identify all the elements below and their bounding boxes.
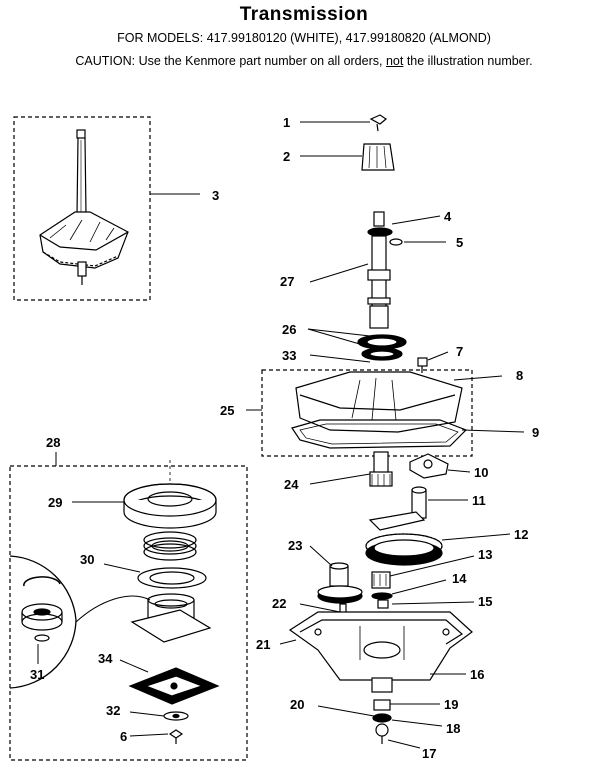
page-title: Transmission xyxy=(239,4,369,25)
callout-16: 16 xyxy=(470,667,484,682)
callout-2: 2 xyxy=(283,149,290,164)
caution-suffix: the illustration number. xyxy=(403,54,533,68)
part-5-clip xyxy=(389,238,403,246)
callout-8: 8 xyxy=(516,368,523,383)
part-34-bearing-plate xyxy=(128,667,220,705)
callout-26: 26 xyxy=(282,322,296,337)
part-15-bushing xyxy=(377,599,389,609)
seal-plate xyxy=(130,609,212,643)
callout-31: 31 xyxy=(30,667,44,682)
caution-emphasis: not xyxy=(385,54,404,68)
callout-28: 28 xyxy=(46,435,60,450)
callout-5: 5 xyxy=(456,235,463,250)
part-24-pinion xyxy=(369,451,393,487)
callout-12: 12 xyxy=(514,527,528,542)
models-line: FOR MODELS: 417.99180120 (WHITE), 417.99… xyxy=(117,31,491,45)
callout-23: 23 xyxy=(288,538,302,553)
callout-15: 15 xyxy=(478,594,492,609)
box-cover-25 xyxy=(261,369,473,457)
callout-22: 22 xyxy=(272,596,286,611)
part-6-screw xyxy=(168,729,184,744)
callout-27: 27 xyxy=(280,274,294,289)
part-8-cover xyxy=(295,371,463,433)
part-4-ring xyxy=(367,211,393,237)
callout-13: 13 xyxy=(478,547,492,562)
part-7-screw xyxy=(417,357,428,373)
spring-seal xyxy=(143,531,197,561)
part-29-ring xyxy=(123,483,217,529)
callout-18: 18 xyxy=(446,721,460,736)
callout-11: 11 xyxy=(472,493,486,508)
callout-14: 14 xyxy=(452,571,467,586)
callout-labels: 1 2 3 4 5 6 7 8 9 10 11 12 13 14 15 16 1… xyxy=(30,115,539,761)
callout-4: 4 xyxy=(444,209,452,224)
box-assembly-3 xyxy=(13,116,151,301)
callout-6: 6 xyxy=(120,729,127,744)
part-2-cap xyxy=(361,143,395,171)
caution-line: CAUTION: Use the Kenmore part number on … xyxy=(0,54,608,68)
callout-29: 29 xyxy=(48,495,62,510)
callout-33: 33 xyxy=(282,348,296,363)
part-26-seals xyxy=(357,334,407,361)
part-11-pin xyxy=(411,486,427,519)
callout-9: 9 xyxy=(532,425,539,440)
callout-17: 17 xyxy=(422,746,436,761)
callout-34: 34 xyxy=(98,651,113,666)
assembled-transmission-drawing xyxy=(39,129,129,285)
part-30-washer xyxy=(137,567,207,589)
callout-25: 25 xyxy=(220,403,234,418)
detail-magnifier xyxy=(9,555,151,689)
callout-30: 30 xyxy=(80,552,94,567)
callout-7: 7 xyxy=(456,344,463,359)
part-19-nut xyxy=(373,699,391,711)
callout-19: 19 xyxy=(444,697,458,712)
callout-20: 20 xyxy=(290,697,304,712)
part-18-washer xyxy=(372,713,392,723)
callout-24: 24 xyxy=(284,477,299,492)
part-23-drive-gear xyxy=(317,562,363,604)
part-17-bolt xyxy=(375,723,389,744)
callout-3: 3 xyxy=(212,188,219,203)
part-16-gearcase xyxy=(288,611,473,693)
caution-prefix: CAUTION: Use the Kenmore part number on … xyxy=(75,54,386,68)
callout-32: 32 xyxy=(106,703,120,718)
part-27-shaft xyxy=(367,235,391,329)
part-12-gear xyxy=(365,511,443,566)
callout-1: 1 xyxy=(283,115,290,130)
part-13-small-gear xyxy=(371,571,391,589)
part-14-washer xyxy=(371,592,393,600)
callout-10: 10 xyxy=(474,465,488,480)
part-9-gasket xyxy=(291,419,468,449)
part-1-screw xyxy=(369,114,388,132)
part-10-crank xyxy=(409,453,449,479)
callout-21: 21 xyxy=(256,637,270,652)
